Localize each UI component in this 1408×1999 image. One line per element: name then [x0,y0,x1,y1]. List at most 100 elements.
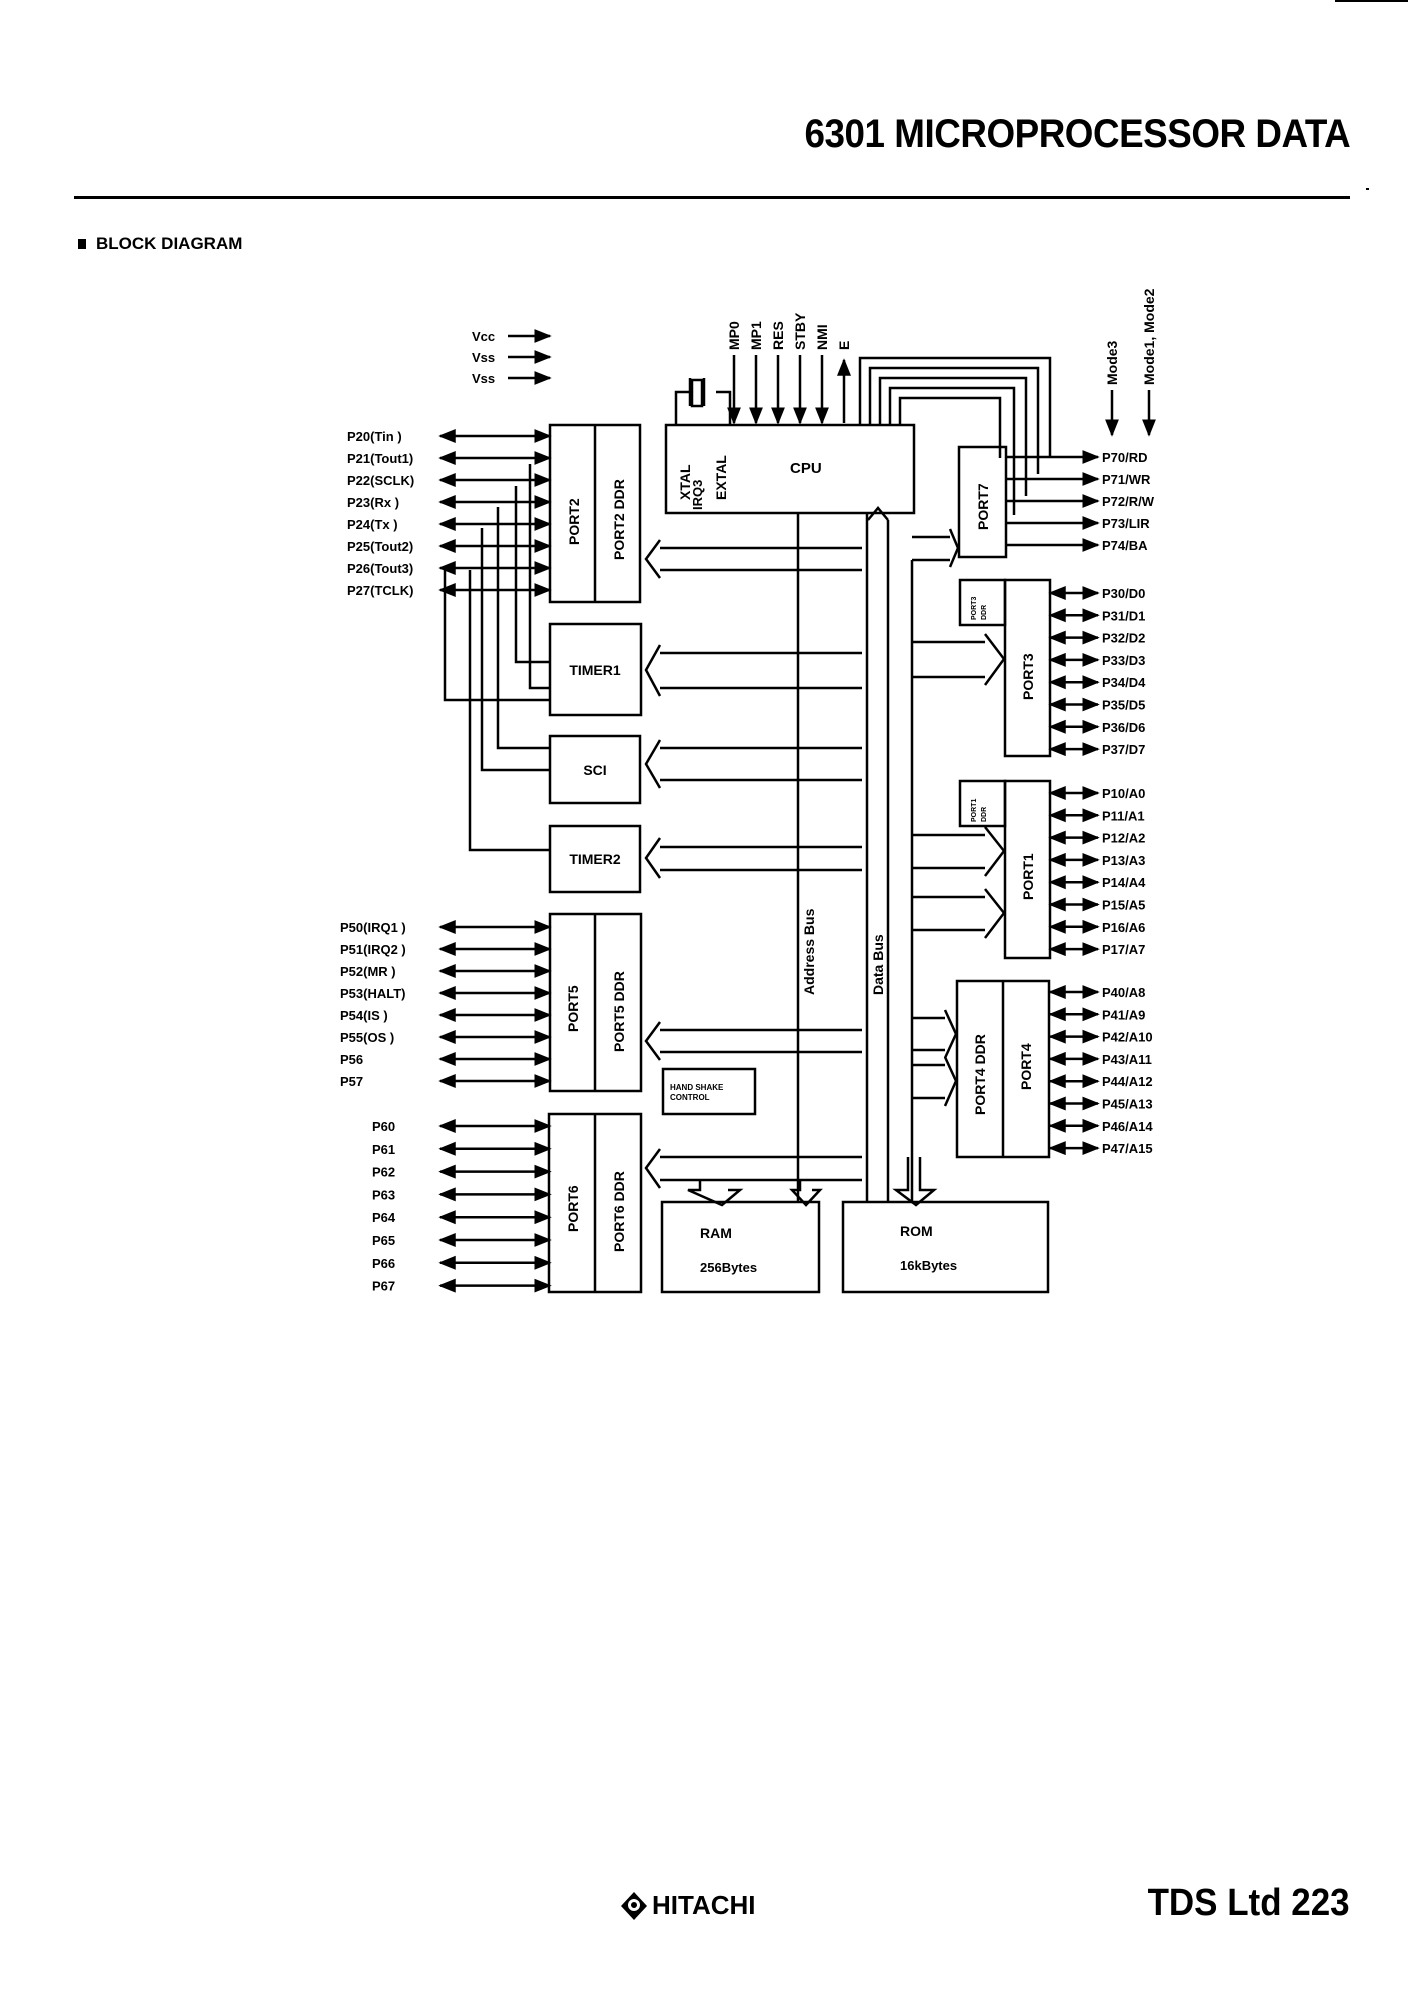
handshake-control-block [661,1067,757,1116]
port3-pin-label: P33/D3 [1102,653,1145,668]
port4-pin-label: P43/A11 [1102,1052,1152,1067]
page-title: 6301 MICROPROCESSOR DATA [804,112,1350,156]
section-heading-text: BLOCK DIAGRAM [96,234,243,253]
port7-pin-label: P71/WR [1102,472,1151,487]
port1-pin-label: P13/A3 [1102,853,1145,868]
port2-pin-label: P22(SCLK) [347,473,414,488]
port4-pin-label: P41/A9 [1102,1007,1145,1022]
port2-ddr-label: PORT2 DDR [611,479,627,560]
mode12-label: Mode1, Mode2 [1141,288,1157,385]
ram-block [660,1200,821,1294]
ram-size-label: 256Bytes [700,1260,757,1275]
rom-block [841,1200,1050,1294]
cpu-signal-label: RES [770,321,786,350]
ram-label: RAM [700,1225,732,1241]
port5-pin-label: P53(HALT) [340,986,405,1001]
port1-ddr-label: DDR [981,807,988,822]
hitachi-logo: HITACHI [620,1890,756,1921]
cpu-label: CPU [790,460,822,477]
port1-ddr-label: PORT1 [971,799,978,822]
port6-pin-label: P60 [372,1119,395,1134]
port3-pin-label: P36/D6 [1102,720,1145,735]
extal-label: EXTAL [713,455,729,500]
port2-pin-label: P27(TCLK) [347,583,413,598]
address-bus-label: Address Bus [801,908,817,995]
port6-pin-label: P63 [372,1187,395,1202]
header-rule-mark [1366,188,1369,190]
port1-block [1003,779,1052,960]
hitachi-mark-icon [621,1891,647,1920]
port5-label: PORT5 [565,985,581,1032]
mode3-label: Mode3 [1104,340,1120,385]
port1-label: PORT1 [1020,853,1036,900]
power-pin-label: Vss [472,371,495,386]
port2-pin-label: P24(Tx ) [347,517,398,532]
port3-pin-label: P30/D0 [1102,586,1145,601]
port1-pin-label: P14/A4 [1102,875,1146,890]
sci-label: SCI [583,762,606,778]
port3-ddr-label: PORT3 [971,597,978,620]
port1-ddr-block [958,779,1007,828]
data-bus-label: Data Bus [870,934,886,995]
port2-pin-label: P26(Tout3) [347,561,413,576]
port3-label: PORT3 [1020,653,1036,700]
port3-ddr-block [958,578,1007,627]
port1-pin-label: P15/A5 [1102,898,1145,913]
port3-pin-label: P37/D7 [1102,742,1145,757]
port7-label: PORT7 [975,483,991,530]
irq3-label: IRQ3 [690,480,705,510]
timer1-block [548,622,643,717]
cpu-signal-label: STBY [792,312,808,350]
port5-pin-label: P50(IRQ1 ) [340,920,406,935]
header-rule [74,196,1350,199]
port1-pin-label: P11/A1 [1102,808,1145,823]
port6-pin-label: P64 [372,1210,396,1225]
port6-pin-label: P62 [372,1165,395,1180]
port4-pin-label: P46/A14 [1102,1119,1153,1134]
port7-pin-label: P73/LIR [1102,516,1150,531]
port5-ddr-label: PORT5 DDR [611,971,627,1052]
cpu-signal-label: NMI [814,324,830,350]
port5-pin-label: P57 [340,1074,363,1089]
port4-pin-label: P40/A8 [1102,985,1145,1000]
xtal-label: XTAL [677,464,693,500]
port4-ddr-label: PORT4 DDR [972,1034,988,1115]
square-bullet-icon [78,239,86,249]
port6-ddr-label: PORT6 DDR [611,1171,627,1252]
port1-pin-label: P10/A0 [1102,786,1145,801]
footer-page-number: TDS Ltd 223 [1147,1882,1350,1924]
port3-pin-label: P31/D1 [1102,608,1145,623]
port6-label: PORT6 [565,1185,581,1232]
footer-brand: HITACHI [652,1890,756,1920]
port7-pin-label: P74/BA [1102,538,1148,553]
port7-pin-label: P70/RD [1102,450,1148,465]
port6-pin-label: P61 [372,1142,395,1157]
port5-pin-label: P54(IS ) [340,1008,388,1023]
section-heading: BLOCK DIAGRAM [78,234,242,254]
port7-pin-label: P72/R/W [1102,494,1155,509]
port2-pin-label: P23(Rx ) [347,495,399,510]
top-edge-rule [1335,0,1408,2]
port2-pin-label: P21(Tout1) [347,451,413,466]
port2-pin-label: P20(Tin ) [347,429,402,444]
port4-label: PORT4 [1018,1043,1034,1090]
port1-pin-label: P17/A7 [1102,942,1145,957]
port6-pin-label: P65 [372,1233,395,1248]
port5-pin-label: P55(OS ) [340,1030,394,1045]
port4-pin-label: P45/A13 [1102,1097,1153,1112]
crystal-icon [690,378,704,408]
port5-pin-label: P51(IRQ2 ) [340,942,406,957]
port3-pin-label: P35/D5 [1102,698,1145,713]
port3-ddr-label: DDR [981,605,988,620]
port1-pin-label: P16/A6 [1102,920,1145,935]
timer2-label: TIMER2 [569,851,621,867]
rom-label: ROM [900,1223,933,1239]
handshake-label: HAND SHAKE [670,1083,724,1092]
port4-pin-label: P47/A15 [1102,1141,1153,1156]
port4-pin-label: P44/A12 [1102,1074,1153,1089]
port2-pin-label: P25(Tout2) [347,539,413,554]
timer2-block [548,824,642,894]
port3-block [1003,578,1052,758]
rom-size-label: 16kBytes [900,1258,957,1273]
